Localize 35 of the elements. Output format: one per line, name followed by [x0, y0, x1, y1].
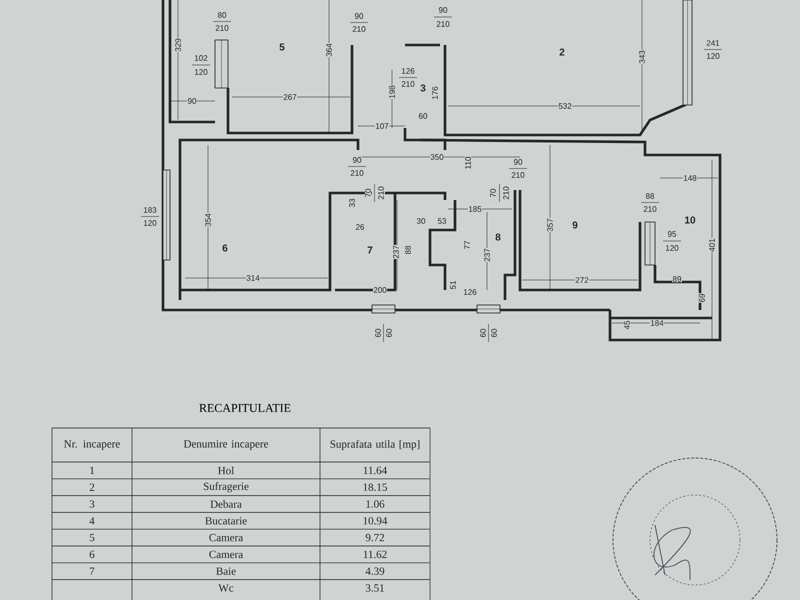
room-number: 2 — [560, 48, 564, 56]
area-value: 1.06 — [366, 500, 384, 508]
room-index: 1 — [90, 466, 94, 474]
table-title: RECAPITULATIE — [199, 404, 290, 412]
room-number: 7 — [368, 246, 372, 254]
room-number: 3 — [420, 84, 426, 92]
room-name: Wc — [218, 584, 234, 592]
column-header: Denumire incapere — [184, 440, 268, 450]
room-name: Hol — [218, 466, 234, 474]
area-value: 3.51 — [366, 584, 384, 592]
room-number: 8 — [496, 233, 500, 241]
room-name: Camera — [209, 534, 243, 542]
room-number: 10 — [685, 216, 696, 224]
room-index: 3 — [90, 500, 94, 508]
column-header: Suprafata utila [mp] — [330, 440, 420, 450]
area-value: 4.39 — [366, 568, 384, 575]
area-value: 9.72 — [366, 534, 384, 542]
room-number: 9 — [572, 221, 578, 229]
room-name: Baie — [216, 568, 236, 575]
room-name: Debara — [210, 500, 242, 508]
room-name: Camera — [209, 550, 243, 558]
area-value: 18.15 — [364, 483, 387, 491]
room-name: Sufragerie — [204, 482, 249, 492]
room-index: 4 — [89, 517, 95, 524]
room-number: 6 — [222, 244, 228, 252]
area-value: 10.94 — [364, 517, 388, 525]
area-value: 11.62 — [364, 550, 387, 558]
area-value: 11.64 — [364, 466, 387, 474]
room-index: 6 — [90, 550, 94, 558]
room-index: 2 — [90, 484, 94, 491]
room-name: Bucatarie — [205, 517, 247, 524]
column-header: Nr. incapere — [64, 440, 120, 450]
room-number: 5 — [280, 44, 284, 50]
room-index: 7 — [90, 568, 94, 575]
room-index: 5 — [90, 534, 94, 542]
